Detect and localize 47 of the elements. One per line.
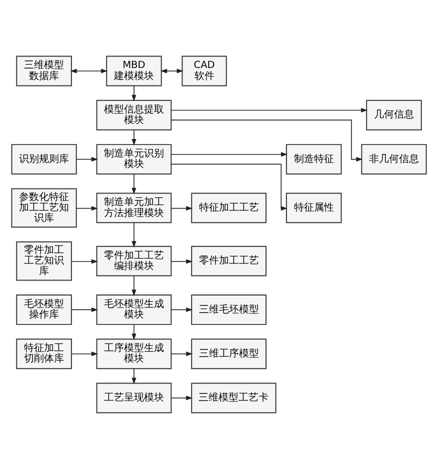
node-box: MBD 建模模块 bbox=[106, 56, 162, 86]
node-box: 零件加工工艺 bbox=[191, 246, 266, 276]
arrow bbox=[132, 324, 136, 340]
node-box: 模型信息提取模块 bbox=[96, 100, 172, 130]
arrow bbox=[76, 156, 98, 162]
arrow bbox=[71, 307, 98, 312]
node-box: 工序模型生成模块 bbox=[96, 338, 172, 370]
arrow bbox=[170, 259, 193, 264]
arrow bbox=[132, 368, 136, 384]
arrow bbox=[170, 108, 368, 113]
arrow bbox=[132, 174, 136, 194]
arrow bbox=[70, 68, 108, 74]
node-box: 毛坯模型生成模块 bbox=[96, 294, 172, 325]
arrow bbox=[132, 86, 136, 102]
node-box: 识别规则库 bbox=[11, 144, 77, 174]
node-box: 制造单元识别模块 bbox=[96, 144, 172, 174]
node-box: 三维模型工艺卡 bbox=[191, 382, 276, 414]
node-box: 非几何信息 bbox=[361, 144, 427, 174]
node-box: 零件加工工艺编排模块 bbox=[96, 246, 172, 276]
arrow bbox=[170, 120, 363, 162]
arrow bbox=[76, 206, 98, 211]
node-box: 特征加工工艺 bbox=[191, 192, 266, 224]
arrow bbox=[170, 152, 288, 157]
node-box: 三维模型数据库 bbox=[16, 56, 72, 86]
node-box: 制造特征 bbox=[286, 144, 342, 174]
arrow bbox=[170, 352, 193, 356]
node-box: 毛坯模型操作库 bbox=[16, 294, 72, 325]
node-box: CAD 软件 bbox=[182, 56, 227, 86]
node-box: 工艺呈现模块 bbox=[96, 382, 172, 414]
arrow bbox=[71, 259, 98, 264]
arrow bbox=[170, 206, 193, 211]
arrow bbox=[160, 68, 184, 74]
arrow bbox=[171, 164, 288, 211]
arrow bbox=[171, 396, 193, 400]
node-box: 几何信息 bbox=[366, 100, 422, 130]
node-box: 零件加工工艺知识库 bbox=[16, 241, 72, 281]
node-box: 特征加工切削体库 bbox=[16, 338, 72, 370]
node-box: 制造单元加工方法推理模块 bbox=[96, 192, 172, 224]
node-box: 特征属性 bbox=[286, 192, 342, 224]
node-box: 三维工序模型 bbox=[191, 338, 266, 370]
arrow bbox=[71, 352, 98, 356]
node-box: 三维毛坯模型 bbox=[191, 294, 266, 325]
arrow bbox=[170, 307, 193, 312]
node-box: 参数化特征加工工艺知识库 bbox=[11, 188, 77, 228]
arrow bbox=[132, 130, 136, 146]
arrow bbox=[132, 276, 136, 296]
arrow bbox=[132, 222, 136, 248]
